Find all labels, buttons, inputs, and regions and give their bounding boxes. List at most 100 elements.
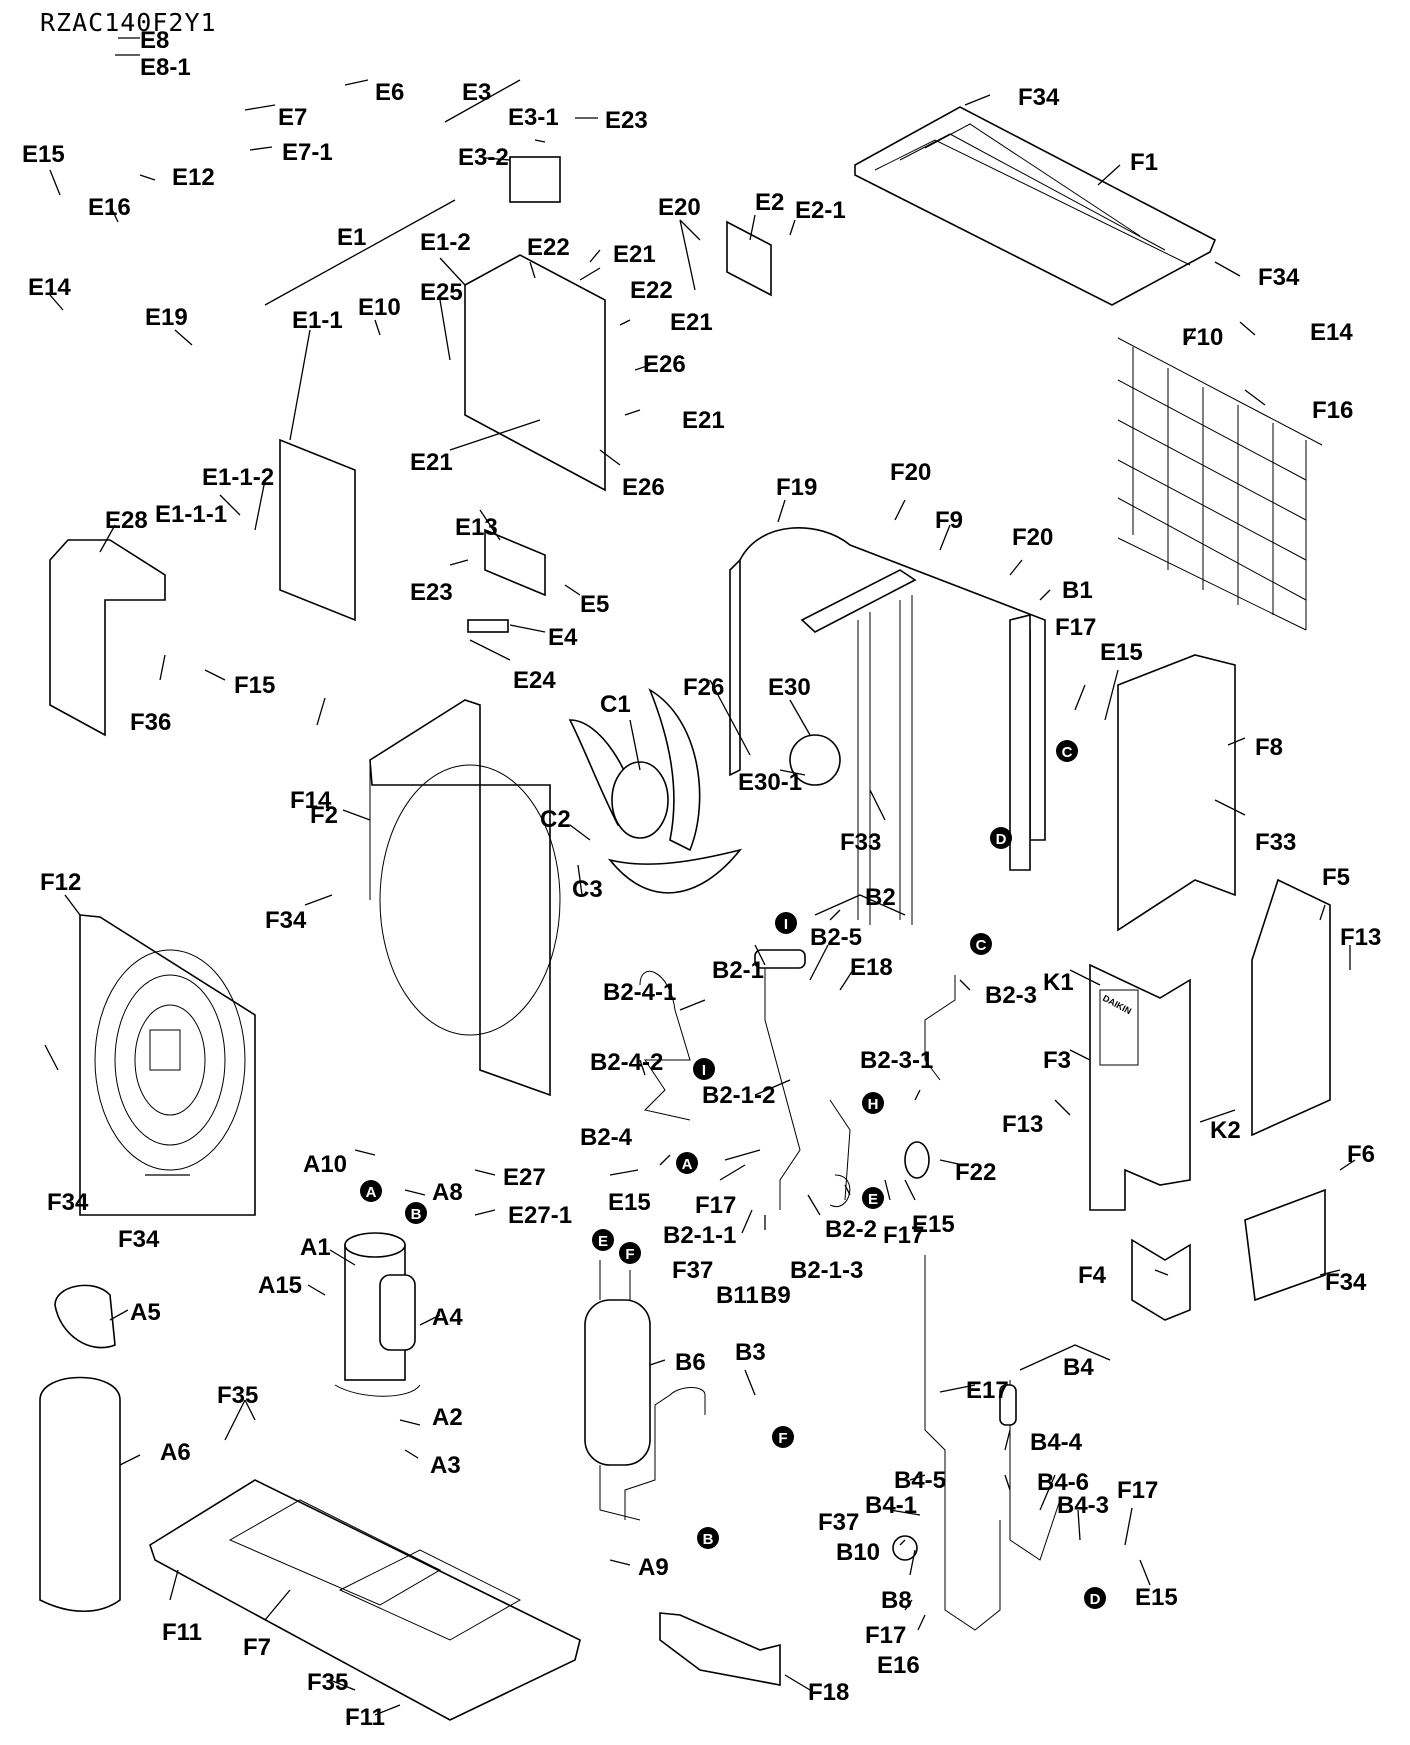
callout-B2-3-1: B2-3-1 (860, 1047, 933, 1074)
callout-B2-1-2: B2-1-2 (702, 1082, 775, 1109)
callout-E14: E14 (28, 274, 71, 301)
ref-marker-E: E (862, 1187, 884, 1209)
propeller-fan (568, 688, 743, 894)
svg-text:B: B (411, 1206, 422, 1223)
ref-marker-F: F (619, 1242, 641, 1264)
callout-B2-4-1: B2-4-1 (603, 979, 676, 1006)
callout-E21: E21 (670, 309, 713, 336)
callout-F22: F22 (955, 1159, 996, 1186)
callout-B2-1: B2-1 (712, 957, 764, 984)
callout-F37: F37 (672, 1257, 713, 1284)
callout-B4-6: B4-6 (1037, 1469, 1089, 1496)
callout-E3-1: E3-1 (508, 104, 559, 131)
callout-B4-4: B4-4 (1030, 1429, 1083, 1456)
front-grille (79, 914, 256, 1216)
callout-E30: E30 (768, 674, 811, 701)
callout-B2: B2 (865, 884, 896, 911)
callout-E15: E15 (22, 141, 65, 168)
callout-F13: F13 (1340, 924, 1381, 951)
ref-marker-B: B (697, 1527, 719, 1549)
callout-F8: F8 (1255, 734, 1283, 761)
callout-F20: F20 (1012, 524, 1053, 551)
svg-text:F: F (625, 1246, 634, 1263)
callout-B2-1-3: B2-1-3 (790, 1257, 863, 1284)
callout-E23: E23 (410, 579, 453, 606)
callout-E14: E14 (1310, 319, 1353, 346)
callout-A15: A15 (258, 1272, 302, 1299)
top-cover-panel (854, 106, 1217, 306)
callout-F12: F12 (40, 869, 81, 896)
callout-F5: F5 (1322, 864, 1350, 891)
callout-E16: E16 (88, 194, 131, 221)
callout-E16: E16 (877, 1652, 920, 1679)
ref-marker-B: B (405, 1202, 427, 1224)
callout-F17: F17 (883, 1222, 924, 1249)
callout-F16: F16 (1312, 397, 1353, 424)
callout-F37: F37 (818, 1509, 859, 1536)
callout-E1-1: E1-1 (292, 307, 343, 334)
callout-B4-3: B4-3 (1057, 1492, 1109, 1519)
callout-B2-2: B2-2 (825, 1216, 877, 1243)
callout-E6: E6 (375, 79, 404, 106)
callout-E25: E25 (420, 279, 463, 306)
callout-A8: A8 (432, 1179, 463, 1206)
callout-K1: K1 (1043, 969, 1074, 996)
ref-marker-H: H (862, 1092, 884, 1114)
svg-text:D: D (1090, 1591, 1101, 1608)
callout-F4: F4 (1078, 1262, 1107, 1289)
heat-exchanger-coil (729, 558, 741, 777)
callout-E21: E21 (613, 241, 656, 268)
callout-B11: B11 (716, 1282, 759, 1309)
callout-B4-1: B4-1 (865, 1492, 917, 1519)
compressor (334, 1232, 421, 1397)
callout-F36: F36 (130, 709, 171, 736)
svg-text:B: B (703, 1531, 714, 1548)
callout-F6: F6 (1347, 1141, 1375, 1168)
callout-E30-1: E30-1 (738, 769, 802, 796)
callout-B2-1-1: B2-1-1 (663, 1222, 736, 1249)
callout-A1: A1 (300, 1234, 331, 1261)
callout-E4: E4 (548, 624, 578, 651)
svg-text:I: I (702, 1062, 706, 1079)
callout-F13: F13 (1002, 1111, 1043, 1138)
callout-F35: F35 (307, 1669, 348, 1696)
callout-F34: F34 (1325, 1269, 1367, 1296)
callout-F14: F14 (290, 787, 332, 814)
callout-F33: F33 (840, 829, 881, 856)
callout-A10: A10 (303, 1151, 347, 1178)
front-right-panel (1089, 963, 1191, 1211)
svg-text:I: I (784, 916, 788, 933)
callout-E3-2: E3-2 (458, 144, 509, 171)
model-title: RZAC140F2Y1 (40, 8, 217, 37)
callout-E8: E8 (140, 27, 169, 54)
callout-E22: E22 (630, 277, 673, 304)
fan-partition-frame (369, 699, 551, 1097)
callout-F26: F26 (683, 674, 724, 701)
callout-F17: F17 (695, 1192, 736, 1219)
callout-E21: E21 (682, 407, 725, 434)
pcb-board (279, 438, 356, 622)
callout-B2-4-2: B2-4-2 (590, 1049, 663, 1076)
callout-B6: B6 (675, 1349, 706, 1376)
callout-B4: B4 (1063, 1354, 1094, 1381)
pcb-cover (49, 539, 166, 737)
callout-F19: F19 (776, 474, 817, 501)
callout-F18: F18 (808, 1679, 849, 1706)
svg-text:F: F (778, 1430, 787, 1447)
callout-F20: F20 (890, 459, 931, 486)
callout-C3: C3 (572, 876, 603, 903)
accumulator (584, 1260, 651, 1521)
callout-E7: E7 (278, 104, 307, 131)
svg-text:D: D (996, 831, 1007, 848)
callout-E15: E15 (1100, 639, 1143, 666)
bottom-frame (149, 1479, 581, 1721)
callout-A6: A6 (160, 1439, 191, 1466)
callout-F3: F3 (1043, 1047, 1071, 1074)
callout-A5: A5 (130, 1299, 161, 1326)
callout-F17: F17 (1117, 1477, 1158, 1504)
callout-E3: E3 (462, 79, 491, 106)
callout-F35: F35 (217, 1382, 258, 1409)
callout-E1-1-1: E1-1-1 (155, 501, 227, 528)
callout-E2-1: E2-1 (795, 197, 846, 224)
callout-F7: F7 (243, 1634, 271, 1661)
